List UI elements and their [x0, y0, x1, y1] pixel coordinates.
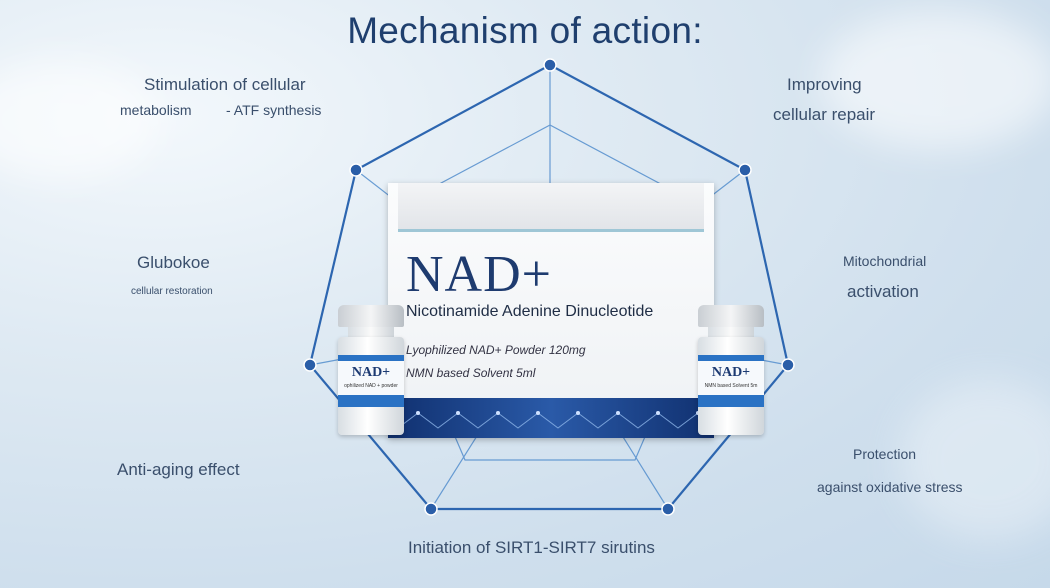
label-mitochondrial: Mitochondrial [843, 253, 927, 269]
label-atf-synthesis: - ATF synthesis [226, 102, 322, 118]
label-glubokoe: Glubokoe [137, 253, 210, 272]
node-left [303, 358, 317, 372]
label-anti-aging: Anti-aging effect [117, 460, 240, 479]
node-lower-right [661, 502, 675, 516]
background-cloud [0, 60, 160, 180]
box-lid [398, 183, 704, 232]
label-improving: Improving [787, 75, 862, 94]
molecule-pattern [397, 411, 700, 429]
vial-label: NAD+ ophilized NAD + powder [338, 355, 404, 407]
product-box: NAD+ Nicotinamide Adenine Dinucleotide L… [388, 183, 714, 438]
box-brand: NAD+ [406, 246, 552, 303]
vial-left: NAD+ ophilized NAD + powder [338, 305, 404, 435]
box-product-name: Nicotinamide Adenine Dinucleotide [406, 303, 654, 320]
label-cellular-repair: cellular repair [773, 105, 876, 124]
background-cloud [820, 10, 1050, 150]
node-lower-left [424, 502, 438, 516]
vial-neck [708, 327, 754, 337]
vial-label: NAD+ NMN based Solvent 5m [698, 355, 764, 407]
vial-left-brand: NAD+ [351, 365, 391, 380]
node-right [781, 358, 795, 372]
vial-body: NAD+ NMN based Solvent 5m [698, 337, 764, 435]
background-cloud [900, 380, 1050, 540]
page-title: Mechanism of action: [347, 10, 703, 51]
label-oxidative-stress: against oxidative stress [817, 479, 963, 495]
vial-right-brand: NAD+ [711, 365, 751, 380]
label-cellular-restoration: cellular restoration [131, 286, 213, 297]
vial-neck [348, 327, 394, 337]
label-activation: activation [847, 282, 919, 301]
vial-body: NAD+ ophilized NAD + powder [338, 337, 404, 435]
node-upper-left [349, 163, 363, 177]
outer-heptagon [308, 63, 790, 511]
label-metabolism: metabolism [120, 102, 192, 118]
box-line-solvent: NMN based Solvent 5ml [406, 366, 536, 380]
vial-right: NAD+ NMN based Solvent 5m [698, 305, 764, 435]
node-upper-right [738, 163, 752, 177]
label-stimulation: Stimulation of cellular [144, 75, 306, 94]
vial-right-text: NMN based Solvent 5m [704, 383, 758, 389]
vial-cap [698, 305, 764, 327]
label-protection: Protection [853, 446, 917, 462]
vial-cap [338, 305, 404, 327]
vial-left-text: ophilized NAD + powder [344, 383, 398, 389]
box-line-powder: Lyophilized NAD+ Powder 120mg [406, 343, 586, 357]
box-molecule-band [388, 398, 714, 438]
node-top [543, 58, 557, 72]
label-sirt: Initiation of SIRT1-SIRT7 sirutins [408, 538, 655, 557]
